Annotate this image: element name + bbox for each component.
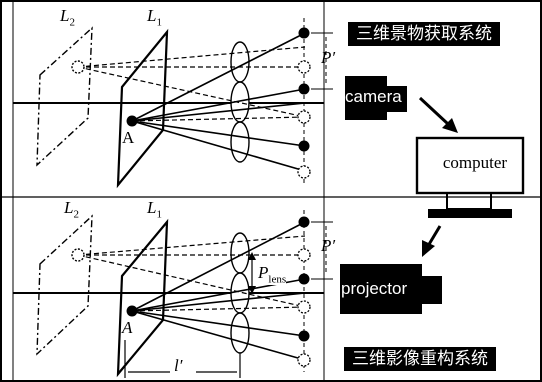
bottom-p-prime-label: P′	[321, 236, 335, 256]
top-p-prime-label: P′	[321, 48, 335, 68]
top-virtual-point	[71, 60, 85, 74]
p-lens-label: Plens	[258, 263, 287, 286]
bottom-l1-label: L1	[147, 198, 162, 220]
top-l1-subscript: 1	[156, 16, 162, 29]
bottom-optics	[13, 210, 333, 378]
l-prime-label: l′	[174, 356, 182, 376]
top-l2-letter: L	[60, 6, 70, 25]
bottom-l2-plane	[36, 214, 93, 356]
bottom-lens-3	[230, 312, 250, 354]
bottom-system-title: 三维影像重构系统	[344, 347, 496, 371]
bottom-l1-letter: L	[147, 198, 157, 217]
p-lens-letter: P	[258, 263, 269, 282]
top-l2-label: L2	[60, 6, 75, 28]
bottom-a-label: A	[122, 318, 132, 338]
bottom-l2-letter: L	[64, 198, 74, 217]
top-l2-plane	[36, 26, 93, 167]
top-l2-subscript: 2	[69, 16, 75, 29]
top-p-prime-text: P′	[321, 48, 336, 67]
computer-label: computer	[442, 153, 508, 172]
top-optics	[13, 18, 333, 189]
bottom-l2-label: L2	[64, 198, 79, 220]
l-prime-text: l′	[174, 356, 183, 375]
projector-label: projector	[341, 279, 408, 298]
camera-label: camera	[345, 87, 402, 106]
bottom-l1-subscript: 1	[156, 208, 162, 221]
bottom-p-prime-text: P′	[321, 236, 336, 255]
top-l1-plane	[116, 28, 169, 189]
top-l1-label: L1	[147, 6, 162, 28]
projector-icon	[340, 264, 442, 314]
arrow-camera-to-computer	[418, 96, 458, 133]
top-system-title: 三维景物获取系统	[348, 22, 500, 46]
top-a-label: A	[122, 128, 135, 147]
bottom-virtual-point	[71, 248, 85, 262]
top-point-a	[126, 115, 138, 127]
bottom-a-text: A	[122, 318, 133, 337]
top-lens-3	[230, 121, 250, 163]
p-lens-subscript: lens	[268, 273, 287, 286]
computer-icon	[415, 136, 525, 218]
arrow-computer-to-projector	[422, 225, 442, 257]
top-l1-letter: L	[147, 6, 157, 25]
bottom-l2-subscript: 2	[73, 208, 79, 221]
camera-icon	[345, 76, 407, 120]
bottom-point-a	[126, 305, 138, 317]
